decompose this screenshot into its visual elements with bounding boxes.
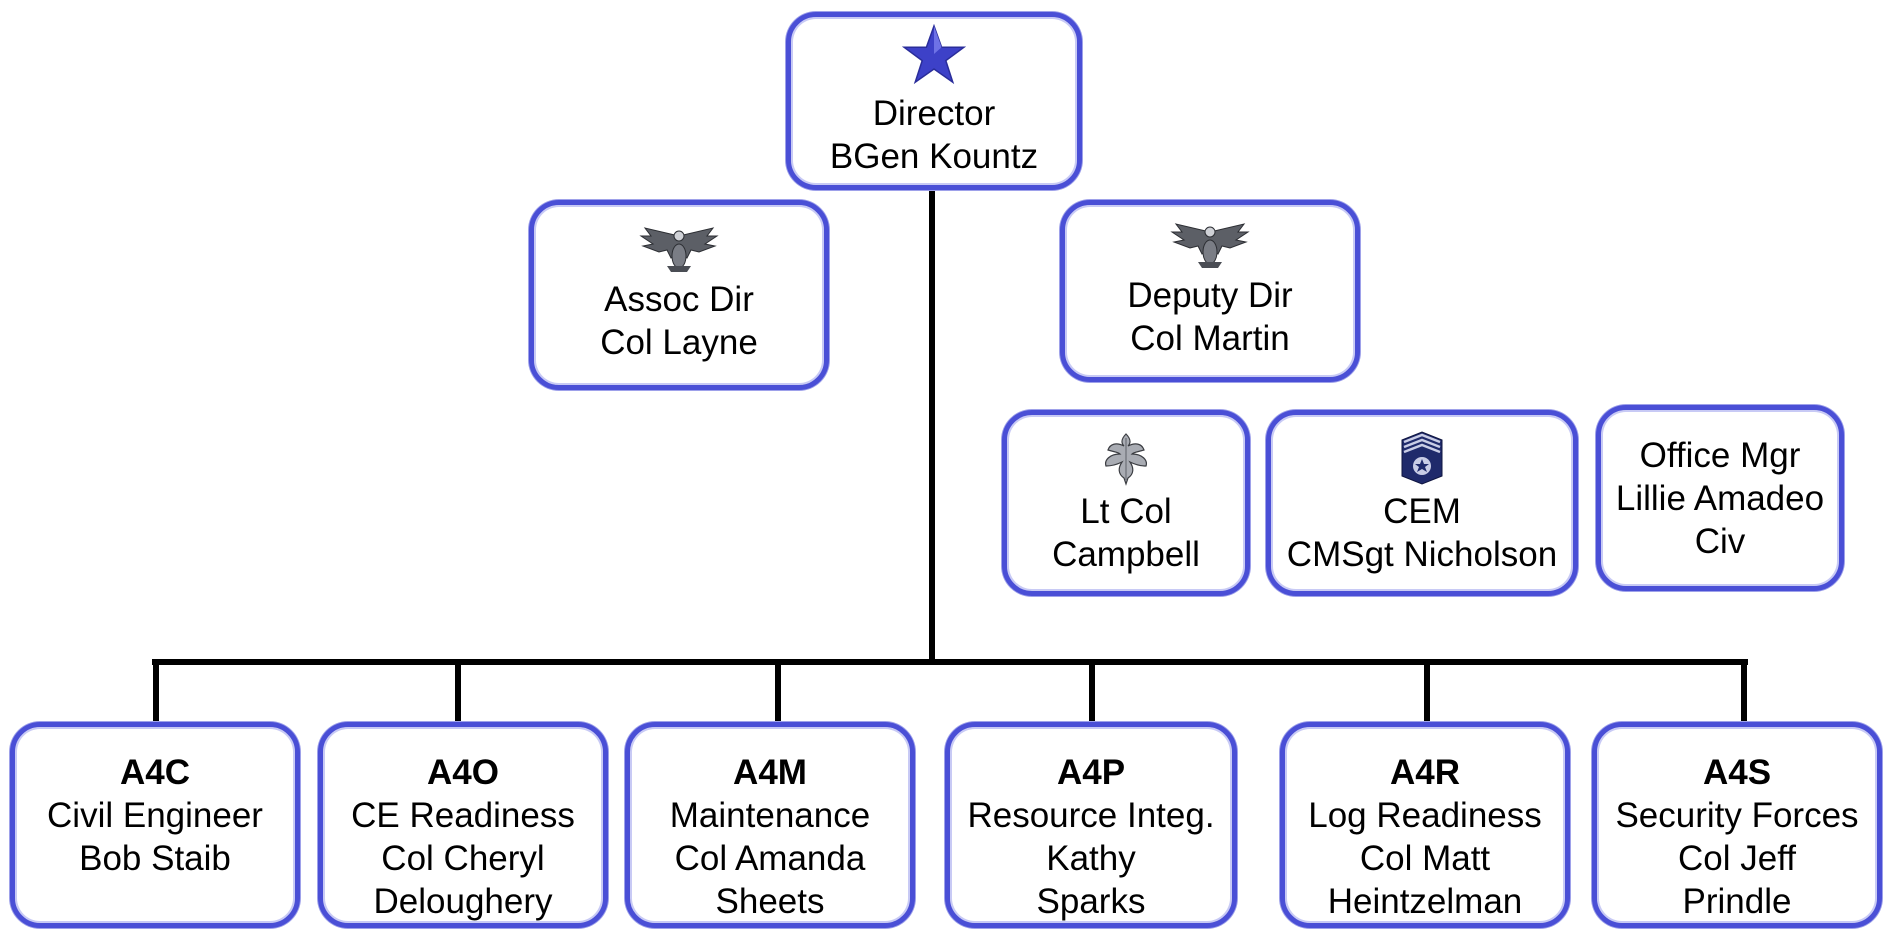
lt-col-line2: Campbell xyxy=(1052,535,1200,574)
star-icon xyxy=(902,24,966,85)
division-line: Col Amanda xyxy=(674,839,866,878)
division-line: Col Matt xyxy=(1359,839,1491,878)
division-code: A4C xyxy=(119,753,191,792)
division-line: Kathy xyxy=(1046,839,1136,878)
deputy-dir-box: Deputy Dir Col Martin xyxy=(1060,200,1360,382)
director-box: Director BGen Kountz xyxy=(786,12,1082,190)
division-line: Security Forces xyxy=(1615,796,1859,835)
cem-box: CEM CMSgt Nicholson xyxy=(1266,410,1578,596)
division-line: Sheets xyxy=(715,882,825,921)
division-line: Log Readiness xyxy=(1308,796,1542,835)
deputy-dir-name: Col Martin xyxy=(1130,319,1290,358)
division-code: A4P xyxy=(1056,753,1126,792)
office-mgr-box: Office Mgr Lillie Amadeo Civ xyxy=(1596,405,1844,591)
division-line: Maintenance xyxy=(669,796,871,835)
colonel-eagle-icon xyxy=(639,227,719,272)
office-mgr-line1: Office Mgr xyxy=(1639,435,1801,475)
director-name: BGen Kountz xyxy=(829,137,1039,176)
division-line: Resource Integ. xyxy=(967,796,1215,835)
division-line: Civil Engineer xyxy=(47,796,263,835)
division-line: CE Readiness xyxy=(351,796,575,835)
lt-col-box: Lt Col Campbell xyxy=(1002,410,1250,596)
division-code: A4O xyxy=(427,753,499,792)
division-line: Prindle xyxy=(1682,882,1792,921)
assoc-dir-name: Col Layne xyxy=(600,323,758,362)
director-title: Director xyxy=(872,94,996,133)
division-box-a4r: A4R Log Readiness Col Matt Heintzelman xyxy=(1280,722,1570,928)
division-code: A4S xyxy=(1702,753,1772,792)
colonel-eagle-icon xyxy=(1170,223,1250,268)
division-box-a4p: A4P Resource Integ. Kathy Sparks xyxy=(945,722,1237,928)
division-box-a4m: A4M Maintenance Col Amanda Sheets xyxy=(625,722,915,928)
division-line: Deloughery xyxy=(373,882,553,921)
division-line: Col Cheryl xyxy=(381,839,545,878)
division-line: Sparks xyxy=(1036,882,1146,921)
division-line: Col Jeff xyxy=(1677,839,1797,878)
assoc-dir-box: Assoc Dir Col Layne xyxy=(529,200,829,390)
division-box-a4c: A4C Civil Engineer Bob Staib xyxy=(10,722,300,928)
division-box-a4o: A4O CE Readiness Col Cheryl Deloughery xyxy=(318,722,608,928)
office-mgr-line3: Civ xyxy=(1694,521,1746,561)
office-mgr-line2: Lillie Amadeo xyxy=(1615,478,1825,518)
division-code: A4R xyxy=(1389,753,1461,792)
division-code: A4M xyxy=(733,753,807,792)
deputy-dir-title: Deputy Dir xyxy=(1127,276,1293,315)
assoc-dir-title: Assoc Dir xyxy=(604,280,754,319)
cem-line1: CEM xyxy=(1383,492,1461,531)
chief-chevron-icon xyxy=(1401,431,1443,485)
lt-col-line1: Lt Col xyxy=(1080,492,1172,531)
cem-line2: CMSgt Nicholson xyxy=(1286,535,1558,574)
division-line: Heintzelman xyxy=(1327,882,1523,921)
division-line: Bob Staib xyxy=(79,839,231,878)
oak-leaf-icon xyxy=(1105,433,1147,486)
division-box-a4s: A4S Security Forces Col Jeff Prindle xyxy=(1592,722,1882,928)
